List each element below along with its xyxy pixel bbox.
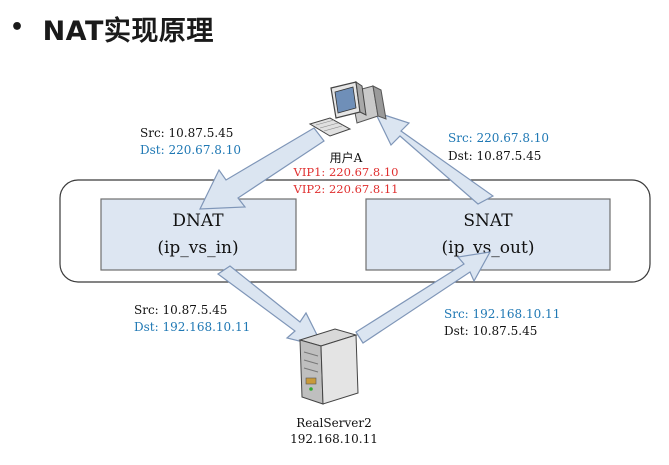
packet-top-left-src: Src: 10.87.5.45: [140, 126, 233, 140]
vip2-label: VIP2: 220.67.8.11: [293, 182, 399, 196]
arrow-snat-to-client: [373, 110, 495, 205]
slide-title: • NAT实现原理: [10, 4, 214, 52]
packet-top-right-dst: Dst: 10.87.5.45: [448, 149, 541, 163]
snat-name: SNAT: [463, 211, 513, 231]
packet-bottom-left-src: Src: 10.87.5.45: [134, 303, 227, 317]
vip1-label: VIP1: 220.67.8.10: [293, 165, 399, 179]
title-text: NAT实现原理: [42, 15, 214, 47]
snat-box: [365, 198, 611, 271]
title-bullet: •: [10, 15, 25, 40]
packet-bottom-left-dst: Dst: 192.168.10.11: [134, 320, 250, 334]
arrow-client-to-dnat: [199, 127, 325, 210]
dnat-func: (ip_vs_in): [157, 238, 238, 258]
dnat-box: [100, 198, 297, 271]
arrow-dnat-to-server: [216, 265, 325, 348]
packet-top-left-dst: Dst: 220.67.8.10: [140, 143, 241, 157]
computer-icon: [308, 80, 387, 137]
client-label: 用户A: [330, 150, 363, 165]
server-icon: [298, 328, 359, 405]
arrow-server-to-snat: [355, 251, 492, 344]
packet-bottom-right-dst: Dst: 10.87.5.45: [444, 324, 537, 338]
snat-func: (ip_vs_out): [442, 238, 535, 258]
packet-top-right-src: Src: 220.67.8.10: [448, 131, 549, 145]
packet-bottom-right-src: Src: 192.168.10.11: [444, 307, 560, 321]
dnat-name: DNAT: [172, 211, 224, 231]
server-name: RealServer2: [296, 416, 371, 430]
server-ip: 192.168.10.11: [290, 432, 378, 446]
